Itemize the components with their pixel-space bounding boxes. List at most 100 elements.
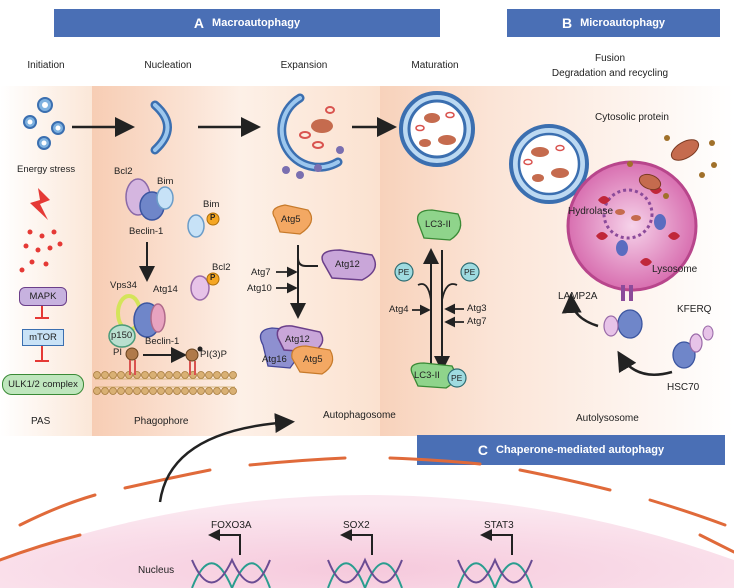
mapk-node: MAPK bbox=[19, 287, 67, 306]
bim-protein bbox=[156, 186, 174, 210]
pe-right-shape bbox=[460, 262, 480, 282]
section-c-letter: C bbox=[477, 442, 489, 458]
arrow-to-lamp2a bbox=[561, 293, 599, 328]
section-a-letter: A bbox=[193, 15, 205, 31]
phospho-bcl2-label: P bbox=[210, 273, 216, 282]
ulk-label: ULK1/2 complex bbox=[8, 379, 78, 390]
pe-right-label: PE bbox=[464, 267, 476, 277]
atg3-branch bbox=[441, 283, 458, 301]
microautophagy-vesicle bbox=[602, 188, 654, 240]
section-b-banner: B Microautophagy bbox=[507, 9, 720, 37]
section-a-title: Macroautophagy bbox=[212, 17, 301, 29]
lc3ii-bottom-label: LC3-II bbox=[414, 370, 440, 381]
section-c-title: Chaperone-mediated autophagy bbox=[496, 444, 665, 456]
bcl2-free-label: Bcl2 bbox=[212, 262, 231, 273]
nucleus-shape bbox=[0, 495, 734, 588]
pe-bottom-shape bbox=[447, 368, 467, 388]
phagophore-label: Phagophore bbox=[134, 416, 189, 427]
stage-degradation: Degradation and recycling bbox=[551, 68, 669, 79]
atg14-label: Atg14 bbox=[153, 284, 178, 295]
atg3-label: Atg3 bbox=[467, 303, 487, 314]
bcl2-free-protein bbox=[190, 275, 210, 301]
pe-left-shape bbox=[394, 262, 414, 282]
lc3ii-bottom-shape bbox=[410, 362, 456, 389]
dna-foxo3a bbox=[191, 557, 271, 588]
pe-bottom-label: PE bbox=[451, 373, 463, 383]
bim-free-protein bbox=[187, 214, 205, 238]
mtor-node: mTOR bbox=[22, 329, 64, 346]
atg4-label: Atg4 bbox=[389, 304, 409, 315]
atg14-protein bbox=[150, 303, 166, 333]
hydrolase-label: Hydrolase bbox=[568, 206, 614, 217]
nuclear-envelope bbox=[0, 456, 734, 562]
lc3ii-top-label: LC3-II bbox=[425, 219, 451, 230]
bcl2-label: Bcl2 bbox=[114, 166, 133, 177]
atg5-shape bbox=[272, 204, 313, 235]
energy-stress-label: Energy stress bbox=[17, 164, 76, 175]
lysosome-label: Lysosome bbox=[652, 264, 698, 275]
autolysosome-label: Autolysosome bbox=[576, 413, 639, 424]
mtor-label: mTOR bbox=[29, 332, 57, 343]
arrow-hsc70-lamp2a bbox=[617, 350, 673, 376]
atg5-label: Atg5 bbox=[281, 214, 301, 225]
beclin1-complex-label: Beclin-1 bbox=[145, 336, 180, 347]
stage-nucleation: Nucleation bbox=[144, 60, 192, 71]
complex-atg5-label: Atg5 bbox=[303, 354, 323, 365]
stress-dots bbox=[19, 229, 63, 273]
cytosolic-mitochondria bbox=[638, 139, 700, 191]
section-b-letter: B bbox=[561, 15, 573, 31]
cytosolic-dots bbox=[627, 135, 717, 199]
phagophore-membrane bbox=[93, 371, 237, 395]
p150-label: p150 bbox=[111, 330, 133, 341]
phospho-bcl2-icon bbox=[206, 272, 220, 286]
pas-label: PAS bbox=[31, 416, 51, 427]
complex-atg5-shape bbox=[291, 345, 334, 375]
atg7-label: Atg7 bbox=[251, 267, 271, 278]
lamp2a-channel bbox=[621, 285, 625, 301]
lc3ii-top-shape bbox=[416, 209, 462, 241]
dna-sox2 bbox=[327, 557, 403, 588]
nucleus-label: Nucleus bbox=[138, 565, 175, 576]
expansion-junction bbox=[297, 245, 318, 267]
lamp2a-label: LAMP2A bbox=[558, 291, 598, 302]
atg12-label: Atg12 bbox=[335, 259, 360, 270]
pi3p-label: PI(3)P bbox=[200, 349, 227, 360]
pi-lipid bbox=[125, 347, 139, 361]
stage-maturation: Maturation bbox=[411, 60, 459, 71]
atg10-label: Atg10 bbox=[247, 283, 272, 294]
phospho-bim-icon bbox=[206, 212, 220, 226]
hsc70-protein bbox=[672, 341, 696, 369]
beclin1-label: Beclin-1 bbox=[129, 226, 164, 237]
mapk-label: MAPK bbox=[29, 291, 57, 302]
bim-free-label: Bim bbox=[203, 199, 220, 210]
stage-initiation: Initiation bbox=[27, 60, 65, 71]
kferq-protein bbox=[689, 333, 703, 353]
dna-stat3 bbox=[457, 557, 533, 588]
section-c-banner: C Chaperone-mediated autophagy bbox=[417, 435, 725, 465]
complex-atg16-label: Atg16 bbox=[262, 354, 287, 365]
kferq-label: KFERQ bbox=[677, 304, 712, 315]
bim-label: Bim bbox=[157, 176, 174, 187]
nucleus-to-autophagy-arrow bbox=[158, 413, 295, 503]
sox2-label: SOX2 bbox=[343, 520, 370, 531]
phospho-bim-label: P bbox=[210, 213, 216, 222]
p150-protein bbox=[108, 324, 136, 348]
stat3-label: STAT3 bbox=[484, 520, 514, 531]
cytosolic-protein-label: Cytosolic protein bbox=[595, 112, 669, 123]
energy-stress-bolt-icon bbox=[30, 188, 50, 220]
section-a-banner: A Macroautophagy bbox=[54, 9, 440, 37]
foxo3a-label: FOXO3A bbox=[211, 520, 252, 531]
pi3p-lipid bbox=[185, 348, 199, 362]
atg7-maturation-label: Atg7 bbox=[467, 316, 487, 327]
complex-atg12-label: Atg12 bbox=[285, 334, 310, 345]
pi-label: PI bbox=[113, 347, 122, 358]
section-b-title: Microautophagy bbox=[580, 17, 666, 29]
lamp2a-bound-hsc70 bbox=[617, 309, 643, 339]
autophagosome-label: Autophagosome bbox=[323, 410, 396, 421]
stage-fusion: Fusion bbox=[594, 53, 625, 64]
vps34-label: Vps34 bbox=[110, 280, 137, 291]
stage-expansion: Expansion bbox=[280, 60, 328, 71]
pe-left-label: PE bbox=[398, 267, 410, 277]
ulk-node: ULK1/2 complex bbox=[2, 374, 84, 395]
